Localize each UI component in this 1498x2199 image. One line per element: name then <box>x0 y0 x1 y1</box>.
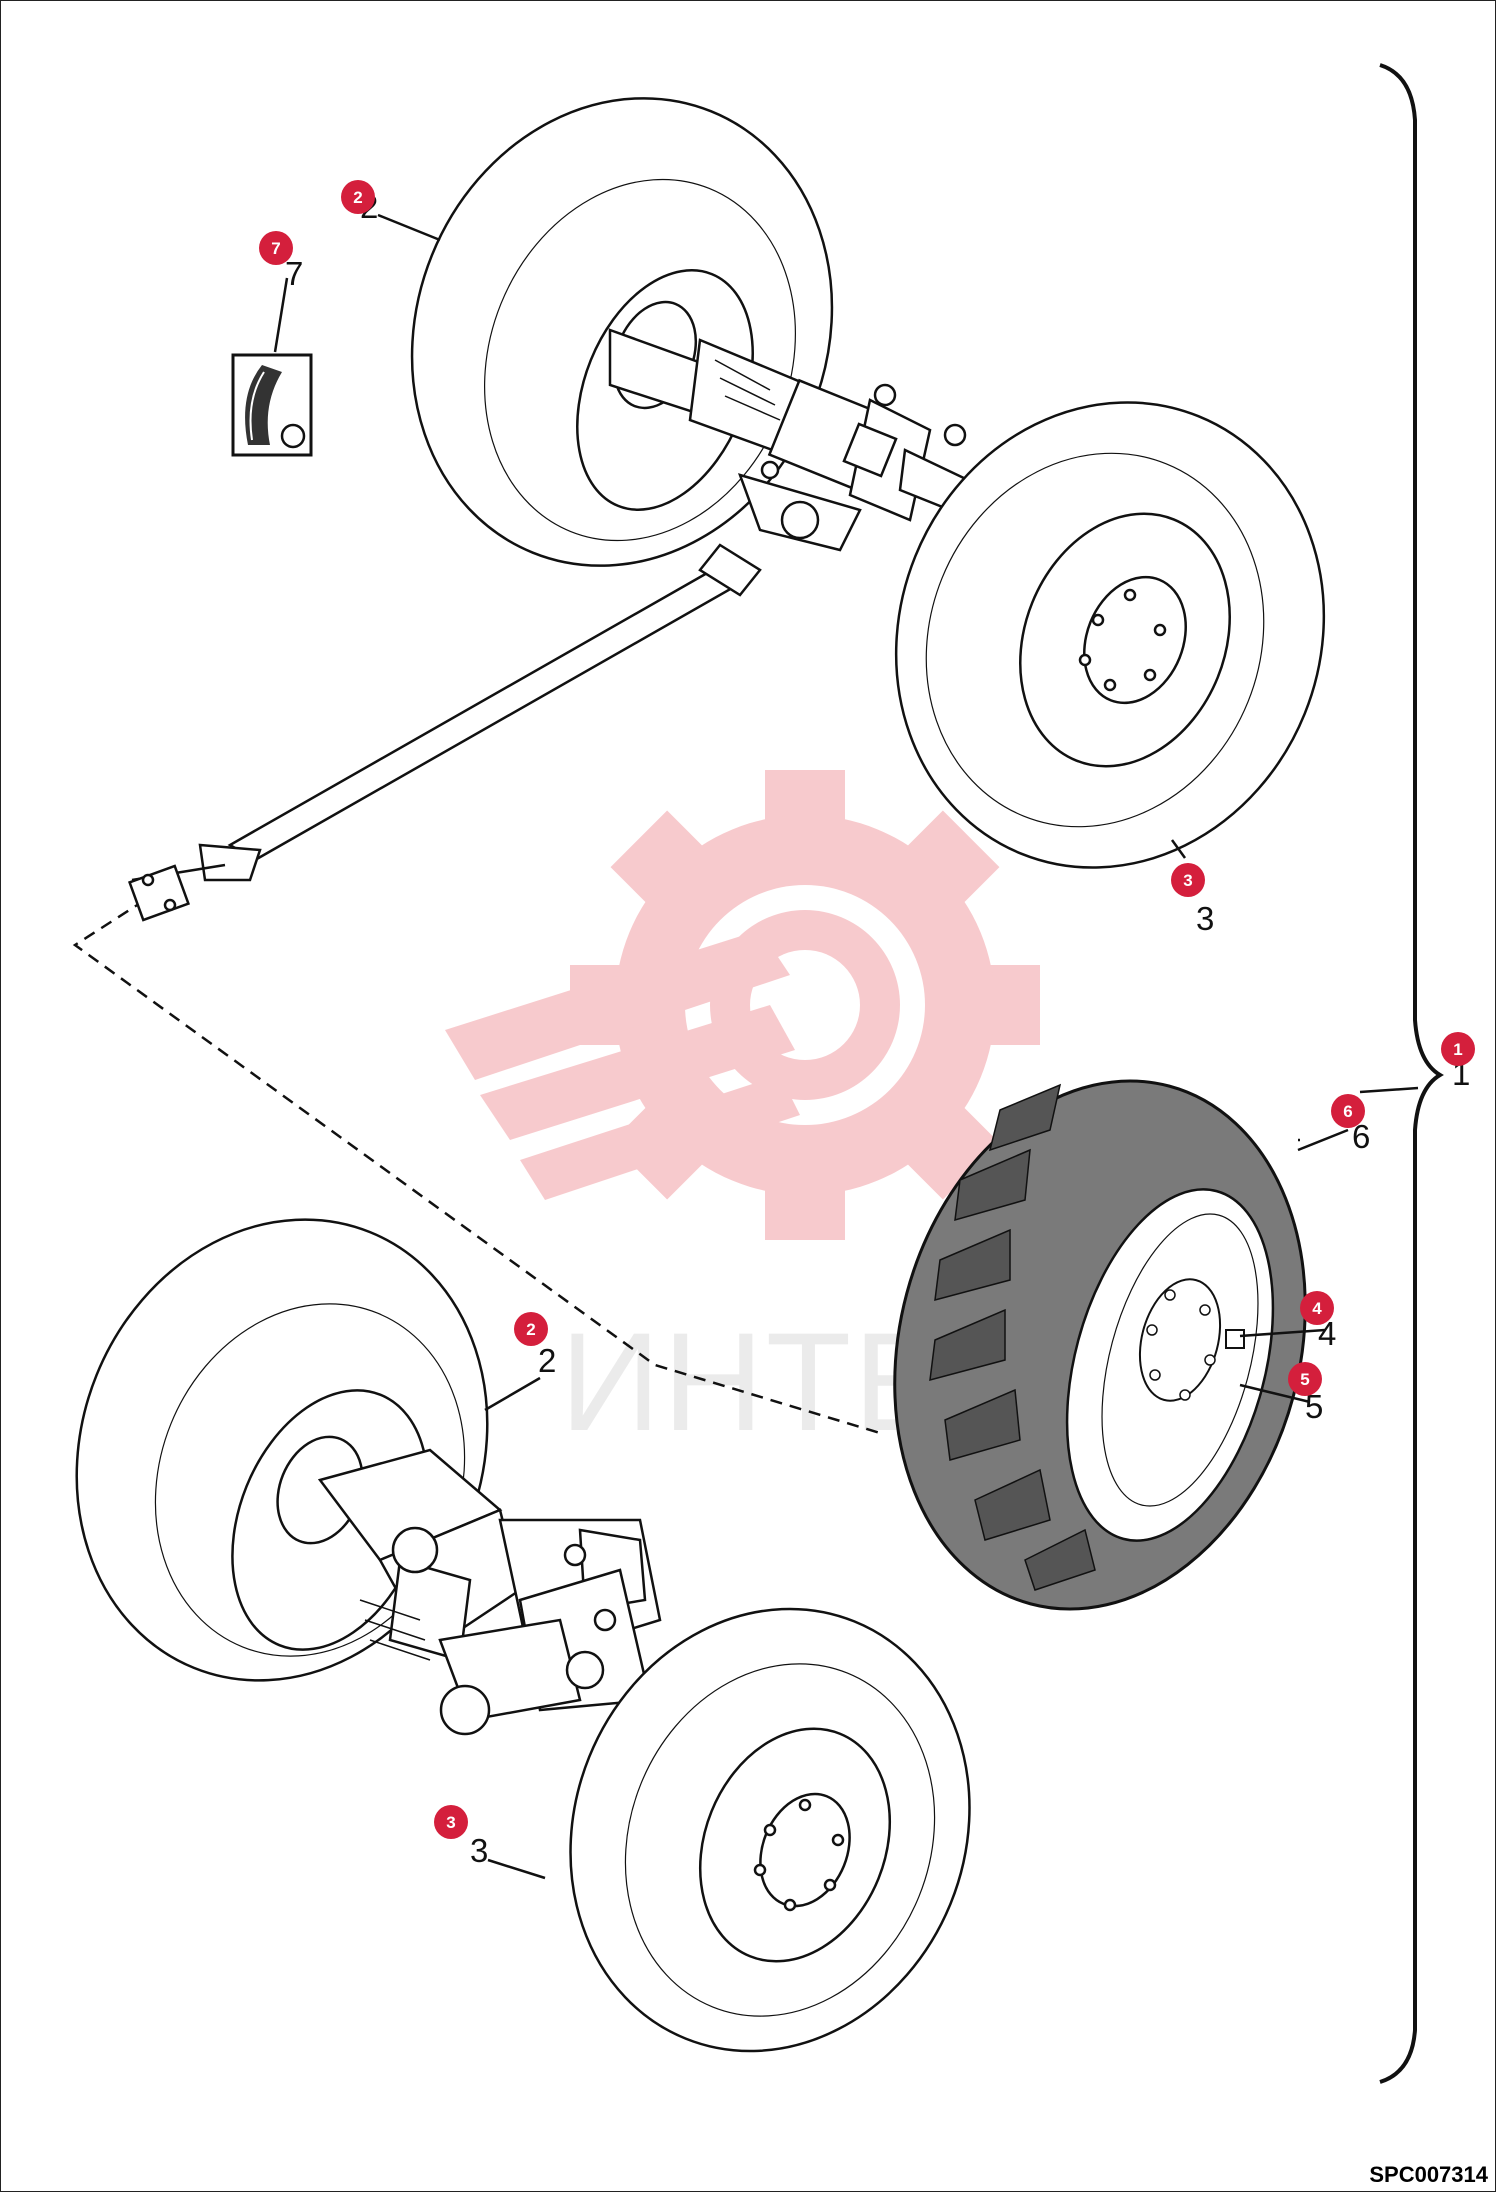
drive-shaft <box>128 543 762 922</box>
watermark-logo: ИНТЕХ <box>445 770 1042 1460</box>
marker-1[interactable]: 1 <box>1441 1032 1475 1066</box>
callout-2-bottom: 2 <box>538 1342 556 1379</box>
callout-7: 7 <box>285 255 303 292</box>
marker-2-bottom[interactable]: 2 <box>514 1312 548 1346</box>
marker-2-top[interactable]: 2 <box>341 180 375 214</box>
svg-text:2: 2 <box>526 1320 535 1339</box>
assembly-bracket <box>1379 63 1444 2084</box>
red-markers[interactable]: 2 7 3 1 6 4 5 2 <box>259 180 1475 1839</box>
svg-text:1: 1 <box>1453 1040 1462 1059</box>
marker-6[interactable]: 6 <box>1331 1094 1365 1128</box>
callout-numbers: 2 7 3 1 6 4 5 2 3 <box>285 188 1470 1869</box>
callout-3-bottom: 3 <box>470 1832 488 1869</box>
front-axle-assembly <box>75 1218 971 2053</box>
upper-right-wheel <box>894 401 1326 869</box>
lower-right-wheel <box>569 1607 971 2053</box>
callout-6: 6 <box>1352 1118 1370 1155</box>
marker-3-bottom[interactable]: 3 <box>434 1805 468 1839</box>
warning-decal <box>231 353 313 457</box>
tread-tire-assembly <box>893 1079 1307 1611</box>
front-axle-housing <box>317 1448 662 1736</box>
svg-text:5: 5 <box>1300 1370 1309 1389</box>
svg-text:7: 7 <box>271 239 280 258</box>
svg-text:2: 2 <box>353 188 362 207</box>
svg-text:4: 4 <box>1312 1299 1322 1318</box>
marker-4[interactable]: 4 <box>1300 1291 1334 1325</box>
callout-4: 4 <box>1318 1315 1336 1352</box>
svg-text:3: 3 <box>1183 871 1192 890</box>
callout-3-top: 3 <box>1196 900 1214 937</box>
marker-3-top[interactable]: 3 <box>1171 863 1205 897</box>
svg-text:3: 3 <box>446 1813 455 1832</box>
drawing-code: SPC007314 <box>1369 2162 1488 2187</box>
svg-text:6: 6 <box>1343 1102 1352 1121</box>
rear-axle-assembly <box>128 97 1326 922</box>
marker-7[interactable]: 7 <box>259 231 293 265</box>
dashed-assembly-guide <box>72 898 881 1435</box>
marker-5[interactable]: 5 <box>1288 1362 1322 1396</box>
leader-lines <box>273 213 1419 1880</box>
callout-5: 5 <box>1305 1388 1323 1425</box>
